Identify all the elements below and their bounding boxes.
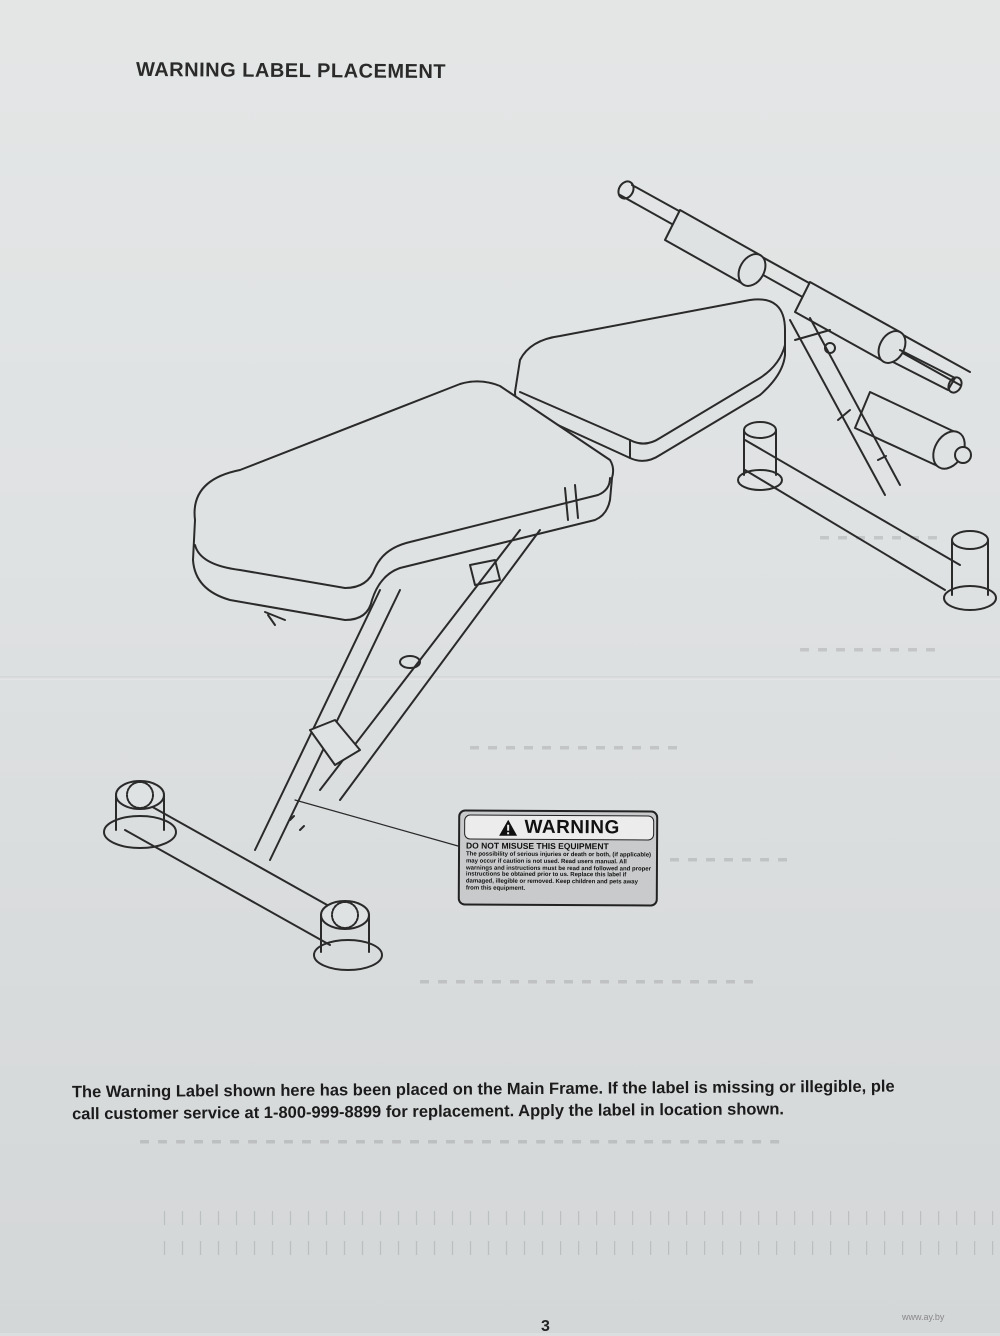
instruction-text: The Warning Label shown here has been pl… [72,1075,1000,1126]
warning-label-body: The possibility of serious injuries or d… [465,851,652,892]
main-frame [254,529,541,861]
page-fold [0,676,1000,680]
bleed-through-text: ▬ ▬ ▬ ▬ ▬ ▬ ▬ ▬ ▬ ▬ ▬ ▬ [470,738,678,755]
bleed-through-ruler: | | | | | | | | | | | | | | | | | | | | … [160,1210,1000,1227]
warning-label-subtitle: DO NOT MISUSE THIS EQUIPMENT [466,840,609,852]
bleed-through-text: ▬ ▬ ▬ ▬ ▬ ▬ ▬ [670,850,788,867]
front-base [103,780,383,971]
upper-seat-pad [514,298,786,462]
warning-label: WARNING DO NOT MISUSE THIS EQUIPMENT The… [457,809,659,907]
watermark: www.ay.by [902,1312,945,1322]
bleed-through-text: ▬ ▬ ▬ ▬ ▬ ▬ ▬ ▬ ▬ ▬ ▬ ▬ ▬ ▬ ▬ ▬ ▬ ▬ ▬ [420,972,754,989]
lower-seat-pad [192,380,615,621]
bleed-through-text: ▬ ▬ ▬ ▬ ▬ ▬ ▬ ▬ ▬ ▬ ▬ ▬ ▬ ▬ ▬ ▬ ▬ ▬ ▬ ▬ … [140,1132,780,1149]
warning-label-title: WARNING [524,816,620,838]
rear-upright [789,317,901,496]
warning-triangle-icon [499,819,518,836]
warning-label-header: WARNING [464,814,655,841]
ankle-roller-bar [617,180,972,470]
bleed-through-ruler: | | | | | | | | | | | | | | | | | | | | … [160,1240,1000,1257]
bleed-through-text: ▬ ▬ ▬ ▬ ▬ ▬ ▬ ▬ [800,640,936,657]
rear-base [737,421,997,611]
page-number: 3 [541,1318,550,1335]
